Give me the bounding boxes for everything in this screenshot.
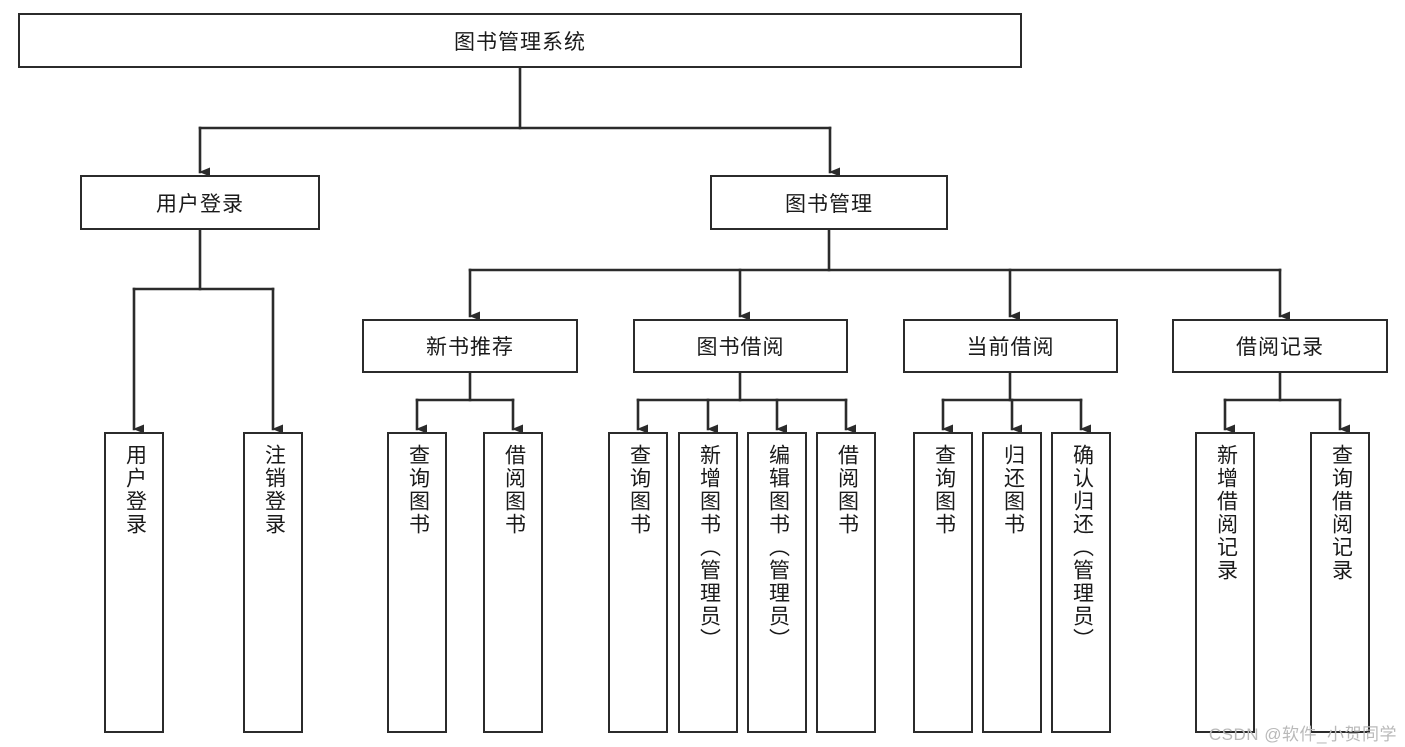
leaf-label: 用户登录 xyxy=(123,444,147,536)
leaf-query-borrow-record[interactable]: 查询借阅记录 xyxy=(1310,432,1370,733)
node-label: 借阅记录 xyxy=(1236,336,1324,359)
csdn-watermark: CSDN @软件_小贺同学 xyxy=(1208,725,1397,744)
leaf-edit-book-admin[interactable]: 编辑图书（管理员） xyxy=(747,432,807,733)
node-new-book-recommendation[interactable]: 新书推荐 xyxy=(362,319,578,373)
leaf-label: 注销登录 xyxy=(262,444,286,536)
leaf-label: 确认归还（管理员） xyxy=(1070,444,1094,651)
node-book-borrowing[interactable]: 图书借阅 xyxy=(633,319,848,373)
node-borrow-records[interactable]: 借阅记录 xyxy=(1172,319,1388,373)
leaf-query-books-current[interactable]: 查询图书 xyxy=(913,432,973,733)
leaf-borrow-books-newbook[interactable]: 借阅图书 xyxy=(483,432,543,733)
leaf-label: 查询图书 xyxy=(627,444,651,536)
leaf-label: 编辑图书（管理员） xyxy=(766,444,790,651)
node-label: 当前借阅 xyxy=(966,336,1055,359)
leaf-borrow-books[interactable]: 借阅图书 xyxy=(816,432,876,733)
leaf-return-books[interactable]: 归还图书 xyxy=(982,432,1042,733)
leaf-confirm-return-admin[interactable]: 确认归还（管理员） xyxy=(1051,432,1111,733)
leaf-add-borrow-record[interactable]: 新增借阅记录 xyxy=(1195,432,1255,733)
leaf-label: 查询借阅记录 xyxy=(1329,444,1353,582)
node-label: 新书推荐 xyxy=(426,336,514,359)
node-label: 图书管理系统 xyxy=(454,30,586,54)
leaf-label: 查询图书 xyxy=(932,444,956,536)
leaf-user-login[interactable]: 用户登录 xyxy=(104,432,164,733)
node-label: 图书借阅 xyxy=(696,336,785,359)
node-root-book-management-system[interactable]: 图书管理系统 xyxy=(18,13,1022,68)
leaf-label: 归还图书 xyxy=(1001,444,1025,536)
node-book-management[interactable]: 图书管理 xyxy=(710,175,948,230)
node-label: 用户登录 xyxy=(156,192,244,216)
leaf-label: 新增图书（管理员） xyxy=(697,444,721,651)
node-current-borrowing[interactable]: 当前借阅 xyxy=(903,319,1118,373)
leaf-query-books-borrow[interactable]: 查询图书 xyxy=(608,432,668,733)
leaf-label: 新增借阅记录 xyxy=(1214,444,1238,582)
leaf-query-books-newbook[interactable]: 查询图书 xyxy=(387,432,447,733)
leaf-label: 借阅图书 xyxy=(835,444,859,536)
leaf-logout[interactable]: 注销登录 xyxy=(243,432,303,733)
leaf-label: 借阅图书 xyxy=(502,444,526,536)
leaf-add-book-admin[interactable]: 新增图书（管理员） xyxy=(678,432,738,733)
leaf-label: 查询图书 xyxy=(406,444,430,536)
node-user-login[interactable]: 用户登录 xyxy=(80,175,320,230)
node-label: 图书管理 xyxy=(785,192,873,216)
